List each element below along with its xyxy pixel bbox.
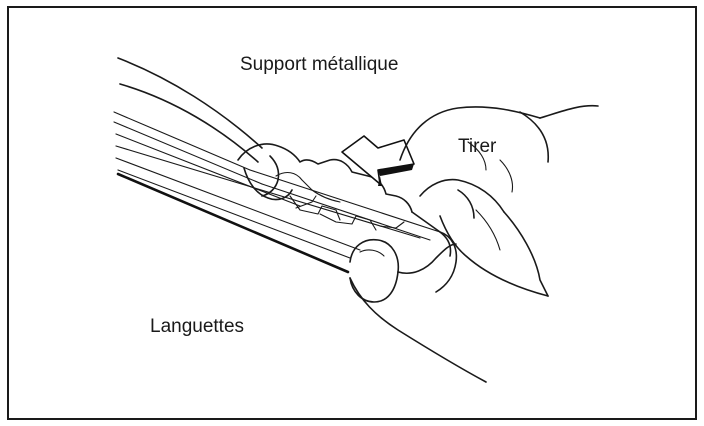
pull-arrow-icon (341, 135, 415, 186)
label-pull: Tirer (458, 136, 497, 157)
label-support: Support métallique (240, 54, 398, 75)
figure-frame (7, 6, 697, 420)
left-hand (349, 231, 487, 383)
wiper-blade-strips (113, 57, 441, 274)
metal-support (237, 143, 452, 257)
right-hand (399, 104, 599, 297)
label-tabs: Languettes (150, 316, 244, 337)
